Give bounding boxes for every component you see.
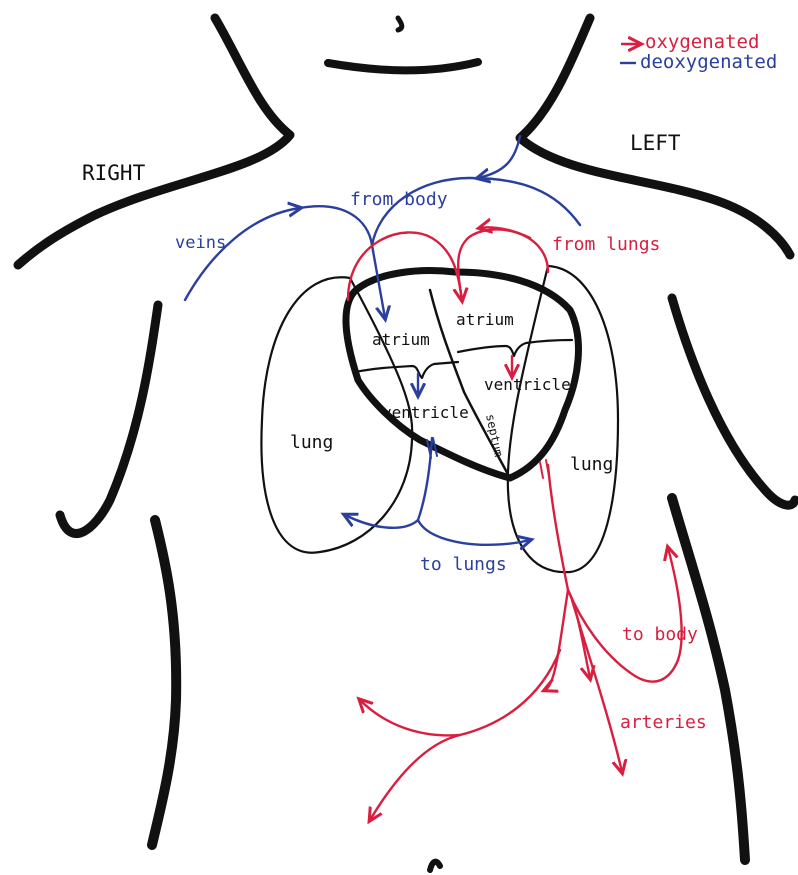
left-side-label: LEFT	[630, 131, 681, 155]
right-av-valve	[355, 362, 458, 378]
from-body-label: from body	[350, 189, 448, 210]
red-from-right-lung-arc	[348, 232, 462, 300]
red-to-body-right-arc	[568, 548, 682, 682]
left-arm-torso	[672, 298, 795, 505]
right-arm-torso	[60, 305, 158, 534]
right-waist	[152, 520, 176, 845]
right-lung-label: lung	[290, 432, 333, 453]
red-arteries-down	[572, 600, 622, 772]
to-body-label: to body	[622, 624, 698, 645]
red-valve-marks	[540, 460, 549, 478]
right-side-label: RIGHT	[82, 161, 146, 185]
blue-to-right-lung	[345, 515, 418, 528]
left-av-valve	[458, 340, 572, 356]
blue-veins-upper	[300, 206, 385, 318]
left-atrium-label: atrium	[456, 310, 514, 329]
collar-line	[328, 62, 478, 70]
to-lungs-label: to lungs	[420, 554, 507, 575]
from-lungs-label: from lungs	[552, 234, 660, 255]
legend: oxygenated deoxygenated	[620, 31, 777, 73]
red-leg-branch	[370, 650, 560, 820]
legend-deoxygenated-label: deoxygenated	[640, 51, 777, 73]
navel-mark	[430, 862, 440, 870]
left-ventricle-label: ventricle	[484, 375, 571, 394]
neck-chin-mark	[398, 18, 402, 30]
legend-oxygenated-label: oxygenated	[645, 31, 759, 53]
left-lung-label: lung	[570, 454, 613, 475]
right-ventricle-label: ventricle	[382, 403, 469, 422]
red-to-body-mid	[568, 590, 590, 678]
arteries-label: arteries	[620, 712, 707, 733]
left-waist	[672, 498, 745, 860]
red-left-hip-branch	[360, 700, 460, 735]
blue-veins-left	[185, 208, 300, 300]
right-atrium-label: atrium	[372, 330, 430, 349]
veins-label: veins	[175, 233, 226, 253]
blue-arrow-top-in	[478, 136, 520, 178]
blue-arrow-right-in	[470, 178, 580, 225]
